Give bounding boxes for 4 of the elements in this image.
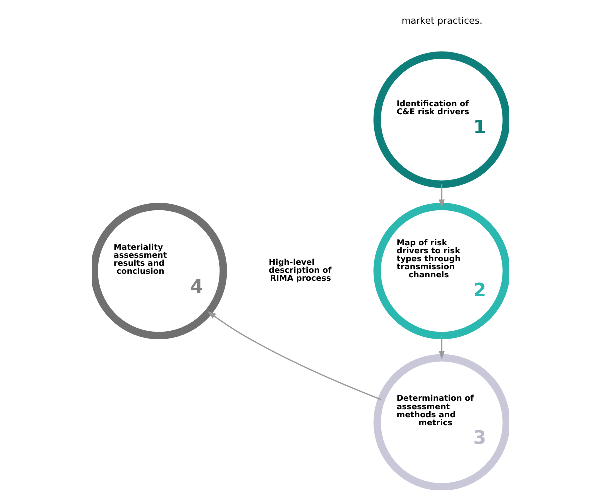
arrow — [208, 311, 382, 400]
label: market practices. — [402, 16, 483, 28]
arrow — [438, 336, 445, 360]
arrow — [438, 184, 445, 208]
